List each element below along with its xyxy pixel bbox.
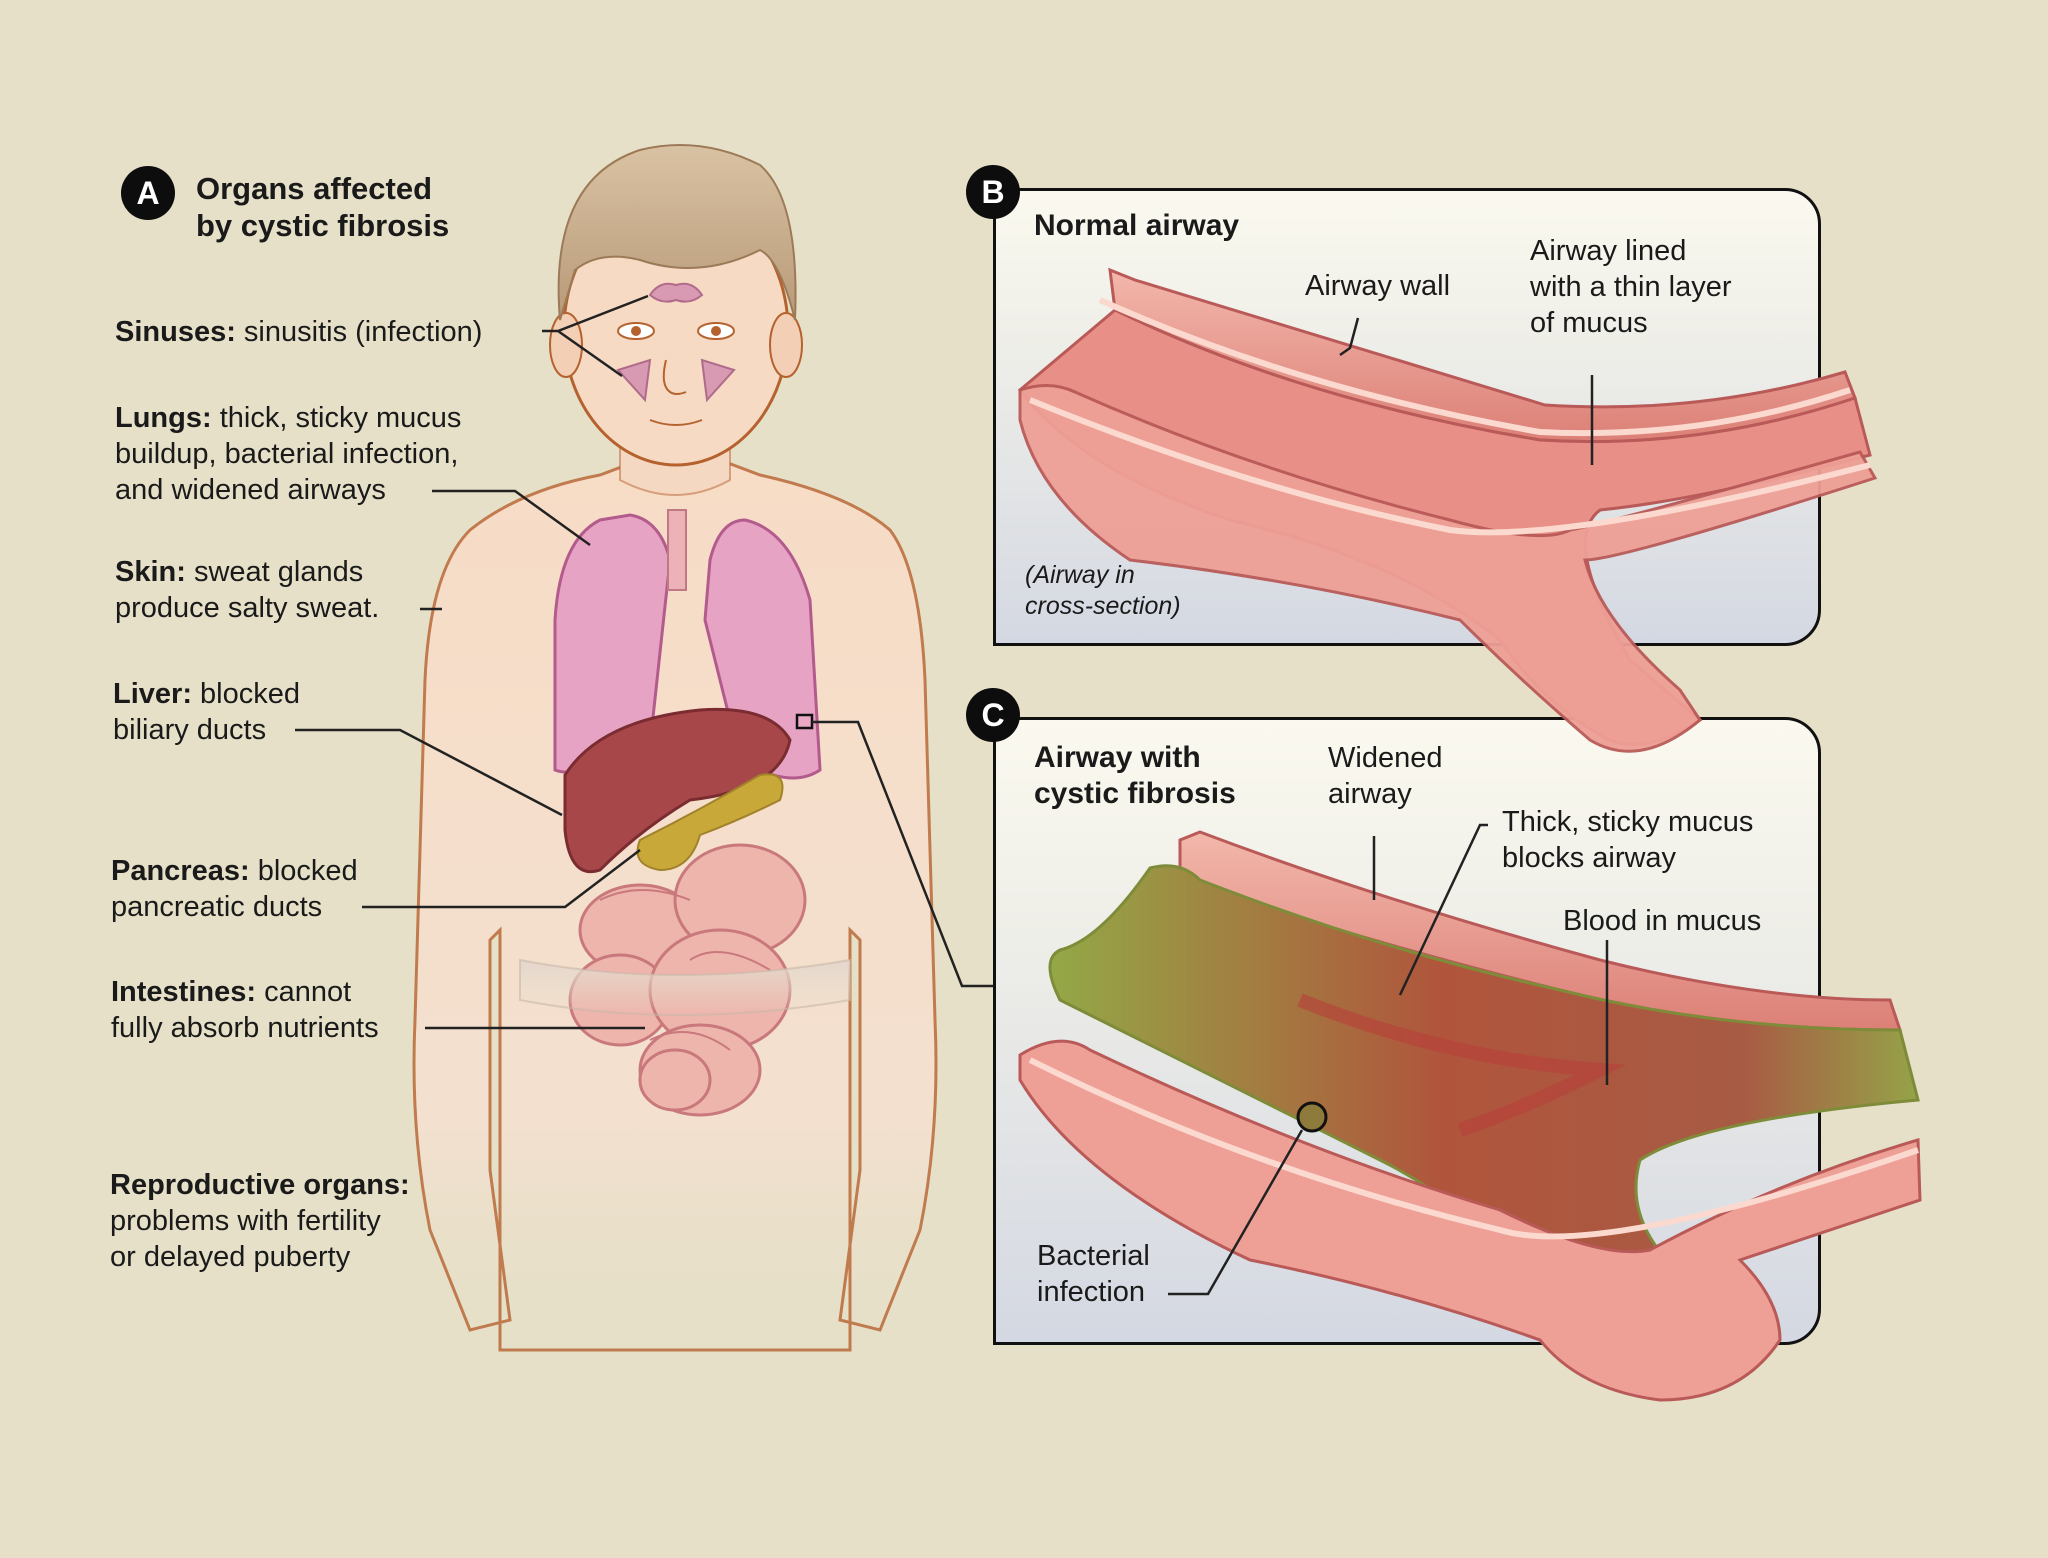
liver: [563, 707, 792, 873]
panel-a-title-line1: Organs affected: [196, 171, 433, 206]
panel-b-title: Normal airway: [1034, 209, 1240, 242]
label-thick-mucus: Thick, sticky mucus blocks airway: [1502, 806, 1754, 874]
panel-c-title: Airway with cystic fibrosis: [1034, 741, 1236, 810]
sinuses: [616, 282, 736, 403]
label-airway-lined: Airway lined with a thin layer of mucus: [1530, 235, 1732, 339]
label-sinuses: Sinuses: sinusitis (infection): [115, 316, 483, 348]
label-lungs: Lungs: thick, sticky mucus buildup, bact…: [115, 402, 462, 506]
label-pancreas: Pancreas: blocked pancreatic ducts: [111, 855, 358, 923]
human-figure: [412, 144, 938, 1352]
label-cross-section: (Airway in cross-section): [1025, 561, 1181, 620]
lung-sample-marker: [795, 713, 814, 730]
panel-b-badge: B: [966, 165, 1020, 219]
label-intestines: Intestines: cannot fully absorb nutrient…: [111, 976, 379, 1044]
label-widened-airway: Widened airway: [1328, 742, 1443, 810]
label-blood-in-mucus: Blood in mucus: [1563, 905, 1762, 937]
label-skin: Skin: sweat glands produce salty sweat.: [115, 556, 380, 624]
label-airway-wall: Airway wall: [1305, 270, 1451, 302]
label-bacterial-infection: Bacterial infection: [1037, 1240, 1150, 1308]
panel-a-title: Organs affected by cystic fibrosis: [196, 170, 449, 244]
panel-c-badge: C: [966, 688, 1020, 742]
pancreas: [636, 773, 784, 872]
panel-a-title-line2: by cystic fibrosis: [196, 208, 450, 243]
label-liver: Liver: blocked biliary ducts: [113, 678, 300, 746]
panel-a-badge: A: [121, 166, 175, 220]
leader-lines-a: [295, 294, 993, 1030]
cf-airway-illustration: [1018, 823, 1922, 1402]
bacteria-marker: [1296, 1101, 1328, 1133]
normal-airway-illustration: [1017, 267, 1878, 753]
label-reproductive: Reproductive organs: problems with ferti…: [110, 1169, 410, 1273]
